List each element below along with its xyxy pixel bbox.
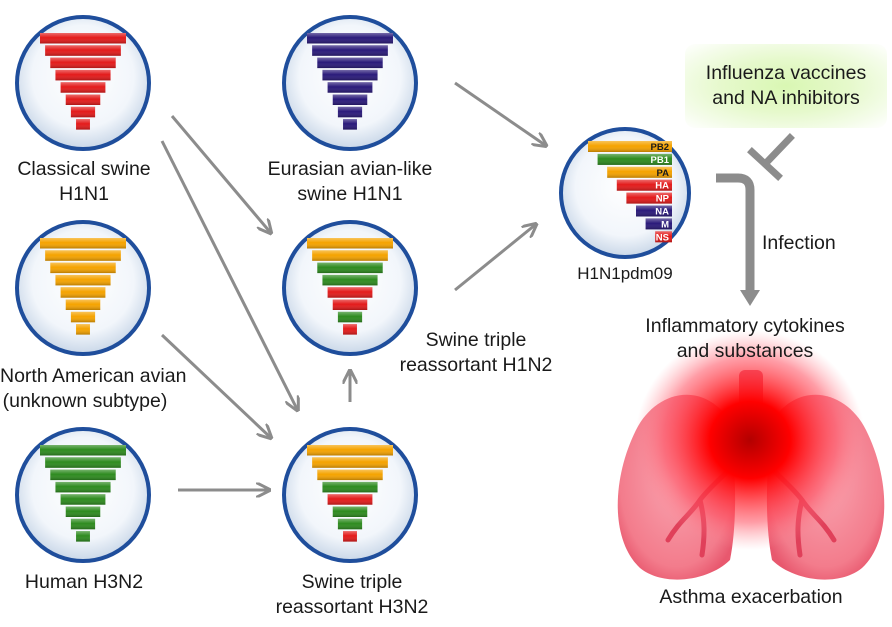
arrow-avian-to-h3n2 (160, 333, 270, 437)
segment-shade (312, 457, 388, 468)
segment-shade (40, 33, 126, 44)
segment-shade (45, 45, 121, 56)
label-north-american-avian: North American avian(unknown subtype) (0, 365, 187, 412)
virus-swine-triple-h1n2 (282, 220, 418, 356)
arrow-classical-to-h1n2 (170, 115, 270, 232)
segment-shade (343, 531, 357, 542)
segment-shade (60, 494, 106, 505)
segment-shade (626, 192, 672, 204)
virus-eurasian-avian-like (282, 15, 418, 151)
virus-classical-swine (15, 15, 151, 151)
segment-shade (343, 324, 357, 335)
segment-shade (645, 218, 672, 230)
segment-shade (307, 238, 393, 249)
arrow-eurasian-to-pdm (454, 81, 545, 145)
segment-shade (70, 518, 96, 530)
segment-shade (40, 445, 126, 456)
arrow-classical-to-h3n2 (160, 140, 297, 409)
segment-shade (337, 311, 363, 323)
segment-shade (76, 324, 90, 335)
label-asthma-exacerbation: Asthma exacerbation (659, 586, 843, 608)
segment-shade (312, 250, 388, 261)
segment-shade (45, 250, 121, 261)
label-h1n1pdm09: H1N1pdm09 (577, 264, 673, 283)
inhibition-symbol (747, 133, 795, 181)
segment-shade (317, 262, 383, 274)
segment-shade (65, 299, 101, 310)
segment-shade (343, 119, 357, 130)
label-human-h3n2: Human H3N2 (24, 571, 144, 593)
segment-label: M (661, 219, 669, 230)
segment-shade (307, 33, 393, 44)
virus-human-h3n2 (15, 427, 151, 563)
segment-shade (327, 82, 373, 93)
segment-label: NP (656, 194, 670, 205)
virus-swine-triple-h3n2 (282, 427, 418, 563)
lungs-illustration (617, 330, 885, 580)
segment-shade (55, 481, 111, 493)
segment-shade (55, 69, 111, 81)
segment-label: NA (655, 207, 669, 218)
segment-shade (322, 69, 378, 81)
segment-shade (312, 45, 388, 56)
segment-label: HA (655, 181, 669, 192)
segment-shade (76, 531, 90, 542)
segment-shade (60, 82, 106, 93)
segment-shade (616, 179, 672, 191)
segment-shade (332, 94, 368, 105)
intervention-box (685, 44, 887, 128)
label-infection: Infection (762, 232, 836, 254)
infection-arrow (716, 173, 760, 306)
segment-label: NS (656, 232, 669, 243)
segment-shade (337, 518, 363, 530)
connection-arrows (160, 81, 545, 490)
segment-shade (60, 287, 106, 298)
segment-shade (65, 94, 101, 105)
segment-label: PB2 (651, 142, 669, 153)
segment-shade (307, 445, 393, 456)
segment-shade (322, 274, 378, 286)
segment-shade (40, 238, 126, 249)
segment-shade (76, 119, 90, 130)
inflammation-glow (635, 330, 865, 550)
segment-shade (55, 274, 111, 286)
segment-shade (322, 481, 378, 493)
segment-shade (597, 153, 672, 165)
segment-shade (327, 494, 373, 505)
segment-shade (45, 457, 121, 468)
segment-shade (607, 166, 672, 178)
segment-shade (317, 469, 383, 481)
virus-north-american-avian (15, 220, 151, 356)
segment-shade (70, 106, 96, 118)
segment-shade (65, 506, 101, 517)
segment-label: PB1 (651, 155, 670, 166)
segment-shade (70, 311, 96, 323)
segment-shade (317, 57, 383, 69)
segment-shade (332, 299, 368, 310)
arrow-h1n2-to-pdm (454, 225, 535, 292)
segment-shade (332, 506, 368, 517)
segment-shade (50, 469, 116, 481)
segment-shade (50, 262, 116, 274)
segment-shade (655, 231, 672, 243)
segment-label: PA (657, 168, 670, 179)
segment-shade (636, 205, 672, 217)
segment-shade (588, 141, 672, 152)
segment-shade (337, 106, 363, 118)
segment-shade (327, 287, 373, 298)
segment-shade (50, 57, 116, 69)
